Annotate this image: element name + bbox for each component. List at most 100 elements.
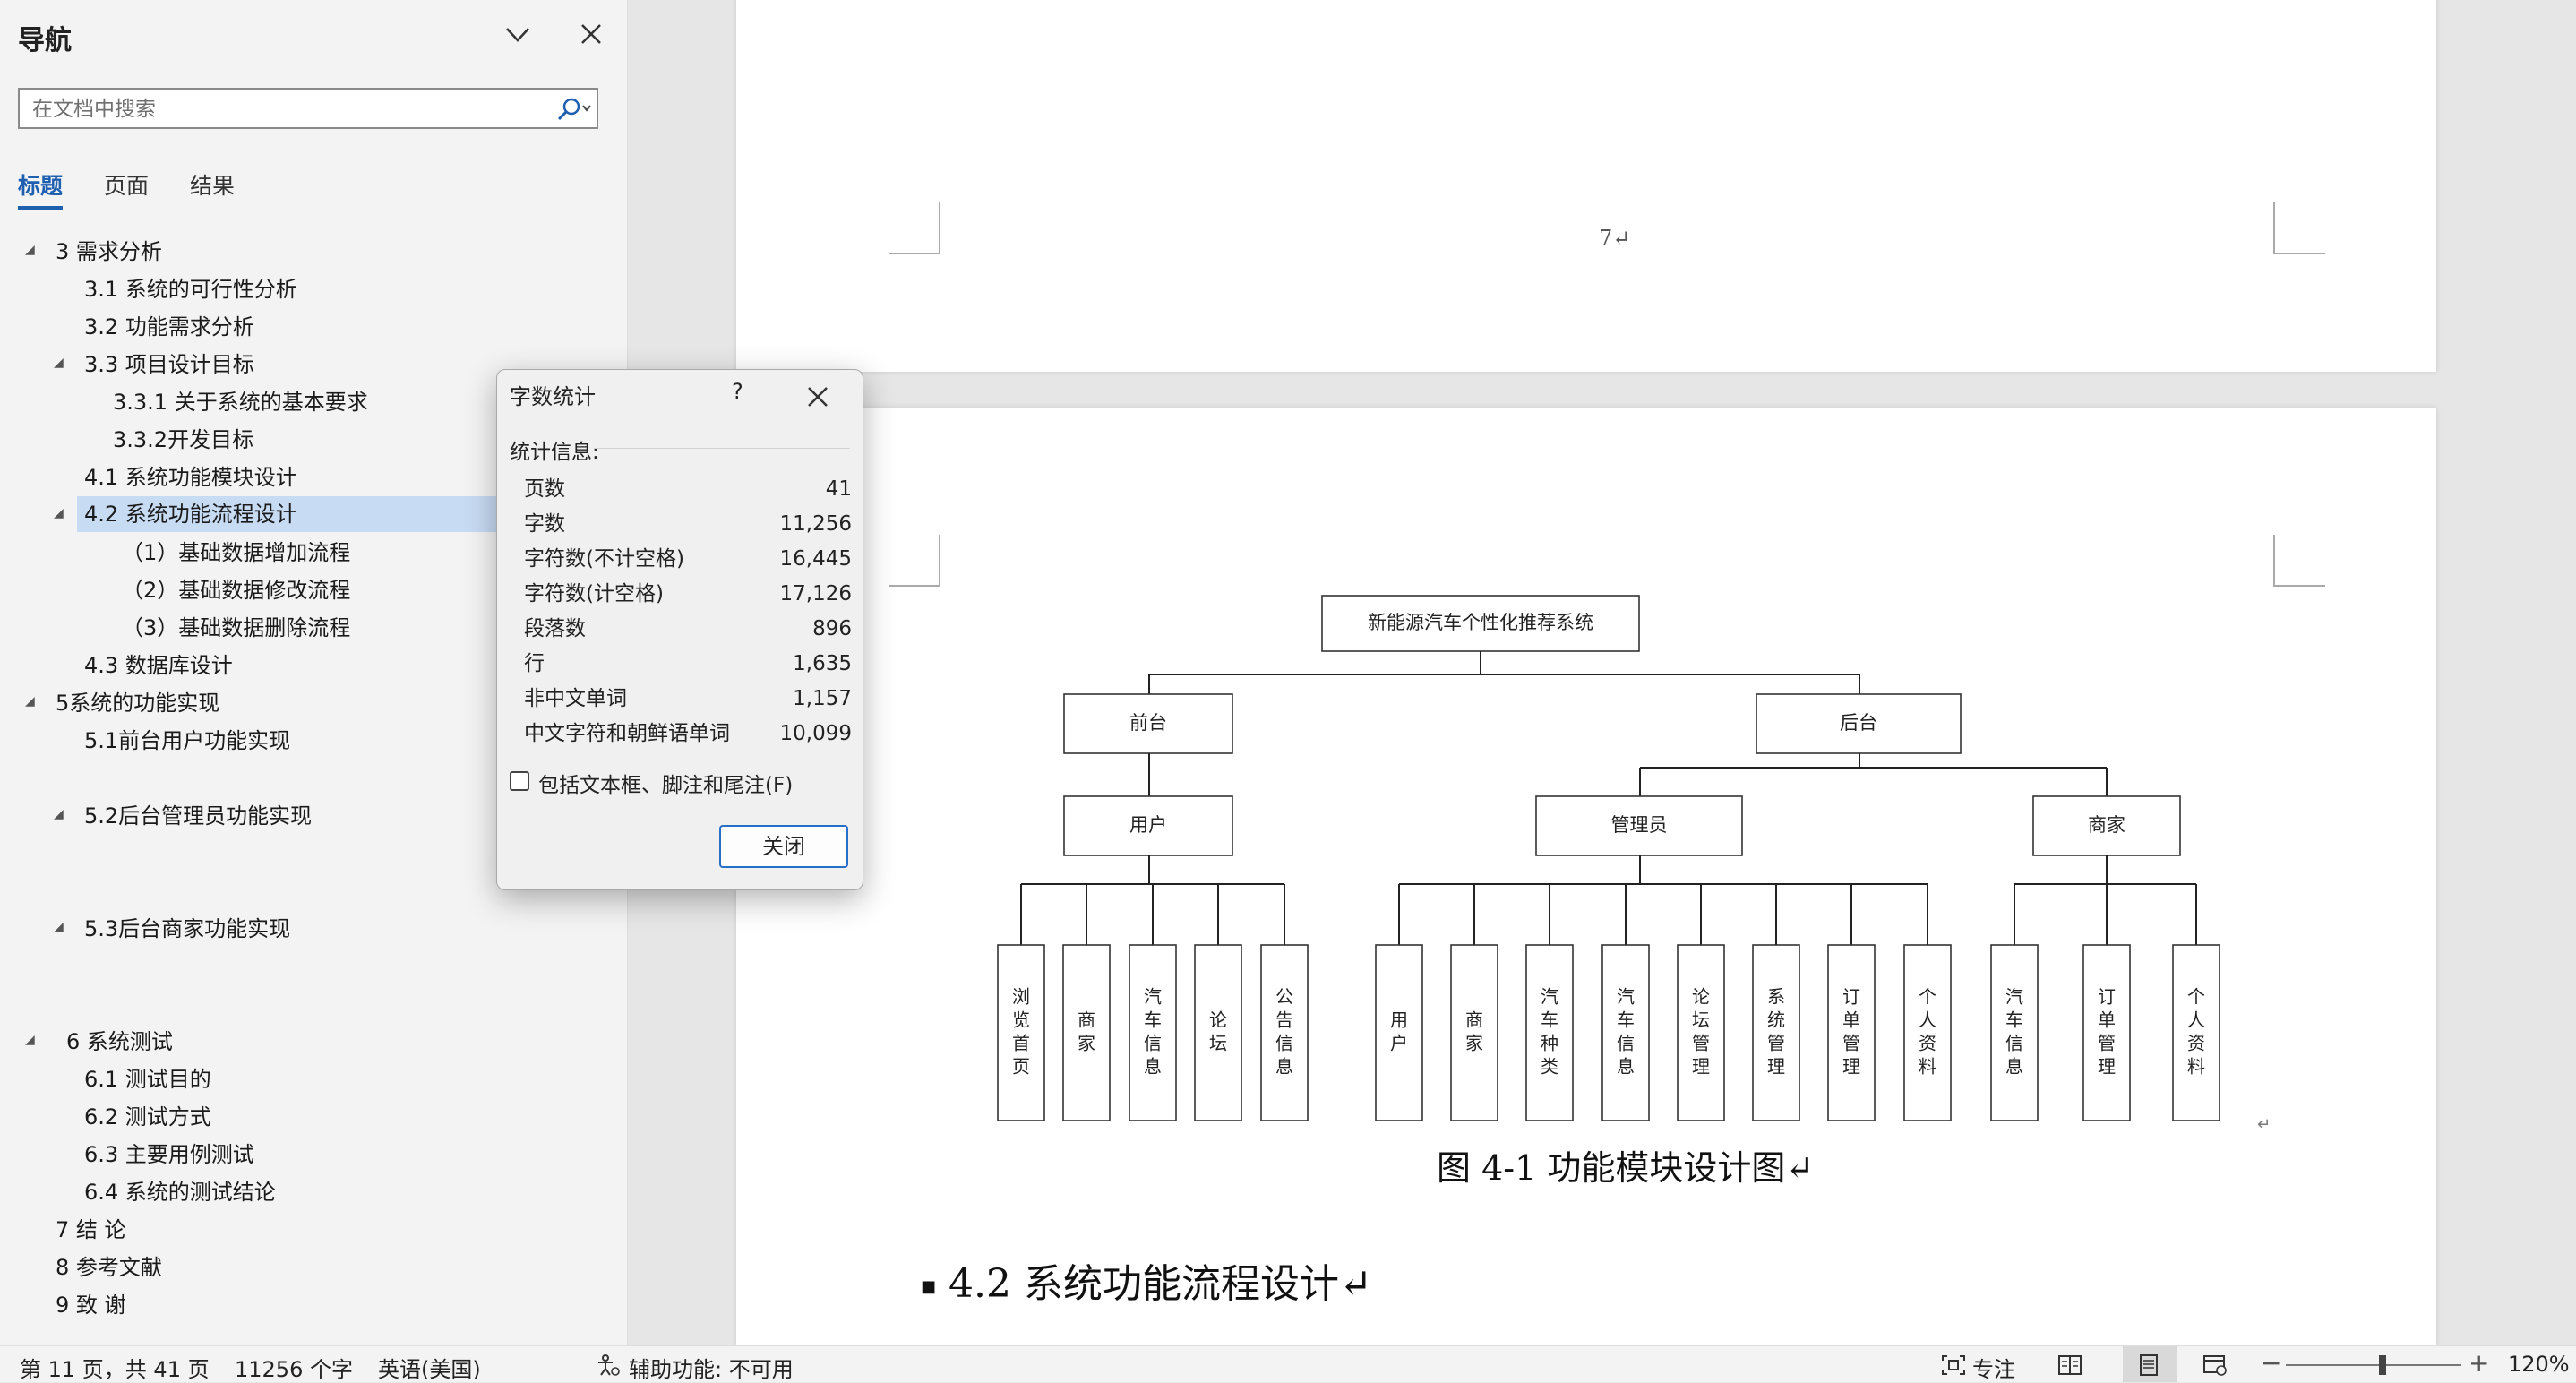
zoom-level[interactable]: 120% (2508, 1352, 2570, 1377)
nav-heading-item[interactable]: 3.3 项目设计目标 (84, 352, 254, 377)
svg-text:信: 信 (2005, 1033, 2023, 1054)
collapse-triangle-icon[interactable]: ◢ (25, 1033, 35, 1047)
stat-value: 16,445 (779, 547, 852, 571)
crop-mark (889, 202, 940, 254)
tab-pages[interactable]: 页面 (104, 173, 150, 199)
zoom-in-button[interactable]: + (2469, 1348, 2490, 1378)
nav-heading-item[interactable]: 4.3 数据库设计 (84, 653, 233, 678)
nav-heading-item[interactable]: （3）基础数据删除流程 (122, 615, 351, 640)
collapse-triangle-icon[interactable]: ◢ (54, 920, 64, 934)
svg-text:汽: 汽 (1617, 986, 1635, 1008)
svg-text:个: 个 (2187, 986, 2205, 1008)
document-page[interactable]: 新能源汽车个性化推荐系统前台后台用户管理员商家浏览首页商家汽车信息论坛公告信息用… (736, 408, 2436, 1345)
zoom-out-button[interactable]: − (2261, 1348, 2282, 1378)
nav-heading-item[interactable]: （2）基础数据修改流程 (122, 578, 351, 603)
include-textboxes-label[interactable]: 包括文本框、脚注和尾注(F) (538, 774, 794, 797)
crop-mark (889, 535, 940, 587)
svg-text:息: 息 (1617, 1056, 1635, 1078)
svg-text:类: 类 (1541, 1056, 1558, 1078)
svg-text:人: 人 (1919, 1009, 1936, 1031)
svg-text:汽: 汽 (1144, 986, 1162, 1008)
nav-heading-item-selected[interactable]: 4.2 系统功能流程设计 (77, 496, 505, 532)
nav-heading-item[interactable]: 6.1 测试目的 (84, 1067, 211, 1092)
svg-text:理: 理 (1767, 1056, 1785, 1078)
nav-heading-item[interactable]: 5.1前台用户功能实现 (84, 728, 291, 753)
svg-text:家: 家 (1078, 1033, 1095, 1054)
nav-heading-item[interactable]: 5系统的功能实现 (56, 691, 220, 716)
nav-heading-item[interactable]: 9 致 谢 (56, 1293, 126, 1318)
svg-text:统: 统 (1767, 1009, 1785, 1031)
collapse-triangle-icon[interactable]: ◢ (54, 807, 64, 821)
svg-text:浏: 浏 (1012, 986, 1030, 1008)
language-indicator[interactable]: 英语(美国) (378, 1357, 481, 1382)
nav-heading-item[interactable]: 3.2 功能需求分析 (84, 314, 254, 339)
close-button[interactable]: 关闭 (719, 825, 848, 868)
svg-text:论: 论 (1209, 1009, 1227, 1031)
document-page[interactable]: 7↵ (736, 0, 2436, 372)
nav-heading-item[interactable]: 7 结 论 (56, 1217, 126, 1242)
search-input[interactable] (30, 90, 554, 129)
chevron-down-icon[interactable] (500, 16, 536, 52)
collapse-triangle-icon[interactable]: ◢ (25, 694, 35, 709)
tab-results[interactable]: 结果 (190, 173, 236, 199)
document-area[interactable]: 7↵ 新能源汽车个性化推荐系统前台后台用户管理员商家浏览首页商家汽车信息论坛公告… (628, 0, 2576, 1345)
svg-text:车: 车 (1541, 1009, 1558, 1031)
nav-heading-item[interactable]: 8 参考文献 (56, 1255, 162, 1280)
svg-text:首: 首 (1012, 1033, 1030, 1054)
svg-text:论: 论 (1692, 986, 1710, 1008)
zoom-slider-track[interactable] (2286, 1364, 2461, 1366)
stat-label: 行 (524, 652, 545, 675)
word-count-indicator[interactable]: 11256 个字 (235, 1357, 353, 1382)
accessibility-indicator[interactable]: 辅助功能: 不可用 (629, 1357, 794, 1382)
tab-headings[interactable]: 标题 (18, 173, 64, 199)
nav-heading-item[interactable]: 3.1 系统的可行性分析 (84, 277, 297, 302)
svg-text:览: 览 (1012, 1009, 1030, 1031)
svg-text:商: 商 (1078, 1009, 1095, 1031)
collapse-triangle-icon[interactable]: ◢ (54, 356, 64, 370)
focus-mode-label[interactable]: 专注 (1972, 1357, 2015, 1382)
collapse-triangle-icon[interactable]: ◢ (25, 243, 35, 257)
web-layout-icon[interactable] (2202, 1353, 2228, 1377)
collapse-triangle-icon[interactable]: ◢ (54, 506, 64, 520)
nav-heading-item[interactable]: 3.3.1 关于系统的基本要求 (113, 390, 368, 415)
search-icon[interactable] (554, 95, 593, 124)
zoom-slider-thumb[interactable] (2379, 1355, 2386, 1375)
nav-heading-item[interactable]: 3.3.2开发目标 (113, 427, 254, 452)
nav-heading-item[interactable]: 6.3 主要用例测试 (84, 1142, 254, 1167)
nav-heading-item[interactable]: 3 需求分析 (56, 239, 162, 264)
nav-heading-item[interactable]: 6 系统测试 (66, 1029, 173, 1054)
print-layout-icon[interactable] (2135, 1353, 2162, 1377)
svg-text:汽: 汽 (1541, 986, 1558, 1008)
search-box (18, 88, 598, 129)
close-icon[interactable] (802, 381, 834, 413)
read-mode-icon[interactable] (2057, 1353, 2083, 1377)
svg-text:信: 信 (1275, 1033, 1293, 1054)
svg-text:个: 个 (1919, 986, 1936, 1008)
nav-heading-item[interactable]: 5.3后台商家功能实现 (84, 916, 291, 941)
active-tab-indicator (18, 206, 63, 210)
nav-heading-item[interactable]: （1）基础数据增加流程 (122, 540, 351, 565)
stat-label: 段落数 (524, 617, 586, 640)
crop-mark (2273, 535, 2325, 587)
page-indicator[interactable]: 第 11 页，共 41 页 (20, 1357, 210, 1382)
focus-mode-icon[interactable] (1940, 1353, 1967, 1377)
close-icon[interactable] (573, 16, 609, 52)
help-button[interactable]: ? (732, 379, 743, 404)
diagram-user-leaf: 论坛 (1194, 944, 1242, 1121)
svg-text:理: 理 (1842, 1056, 1860, 1078)
include-textboxes-checkbox[interactable] (510, 771, 529, 791)
nav-heading-item[interactable]: 5.2后台管理员功能实现 (84, 803, 313, 829)
stat-value: 11,256 (779, 512, 852, 536)
svg-text:汽: 汽 (2005, 986, 2023, 1008)
nav-heading-item[interactable]: 6.4 系统的测试结论 (84, 1180, 276, 1205)
nav-heading-item[interactable]: 4.1 系统功能模块设计 (84, 465, 297, 490)
svg-text:息: 息 (1275, 1056, 1293, 1078)
stat-row: 字符数(计空格)17,126 (524, 577, 852, 612)
nav-heading-item[interactable]: 6.2 测试方式 (84, 1104, 211, 1130)
svg-text:料: 料 (2187, 1056, 2205, 1078)
